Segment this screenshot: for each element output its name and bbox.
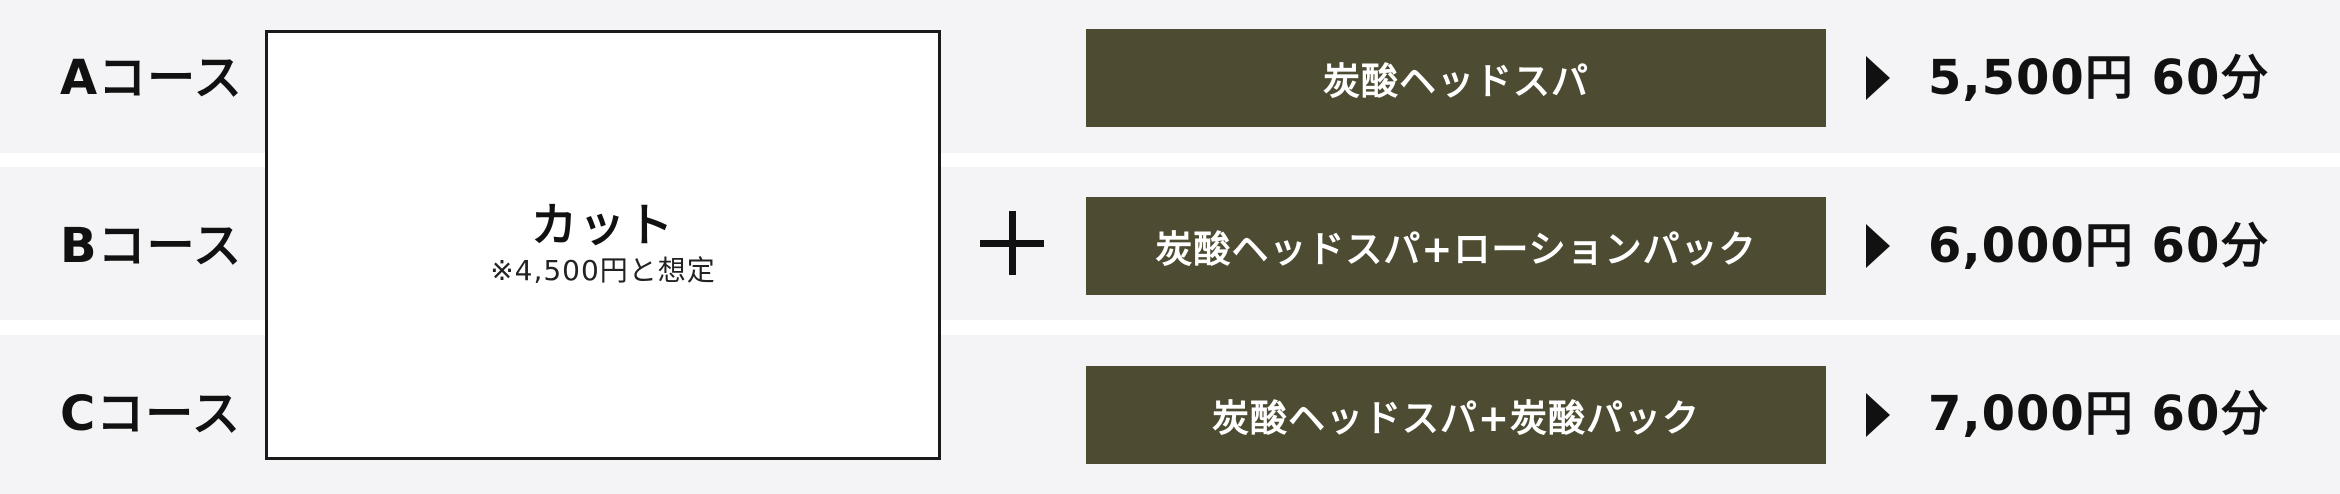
plus-icon-vertical: [1009, 211, 1016, 275]
option-b: 炭酸ヘッドスパ+ローションパック: [1086, 197, 1826, 295]
option-c: 炭酸ヘッドスパ+炭酸パック: [1086, 366, 1826, 464]
price-a: 5,500円 60分: [1928, 50, 2270, 106]
course-label-a: Aコース: [60, 50, 243, 106]
triangle-right-icon: [1866, 56, 1890, 100]
price-c: 7,000円 60分: [1928, 386, 2270, 442]
course-label-b: Bコース: [60, 218, 243, 274]
triangle-right-icon: [1866, 224, 1890, 268]
option-a: 炭酸ヘッドスパ: [1086, 29, 1826, 127]
course-label-c: Cコース: [60, 386, 241, 442]
cut-title: カット: [531, 198, 675, 252]
price-b: 6,000円 60分: [1928, 218, 2270, 274]
triangle-right-icon: [1866, 393, 1890, 437]
cut-note: ※4,500円と想定: [490, 254, 716, 287]
plus-icon: [980, 211, 1044, 275]
cut-box: カット ※4,500円と想定: [265, 30, 941, 460]
